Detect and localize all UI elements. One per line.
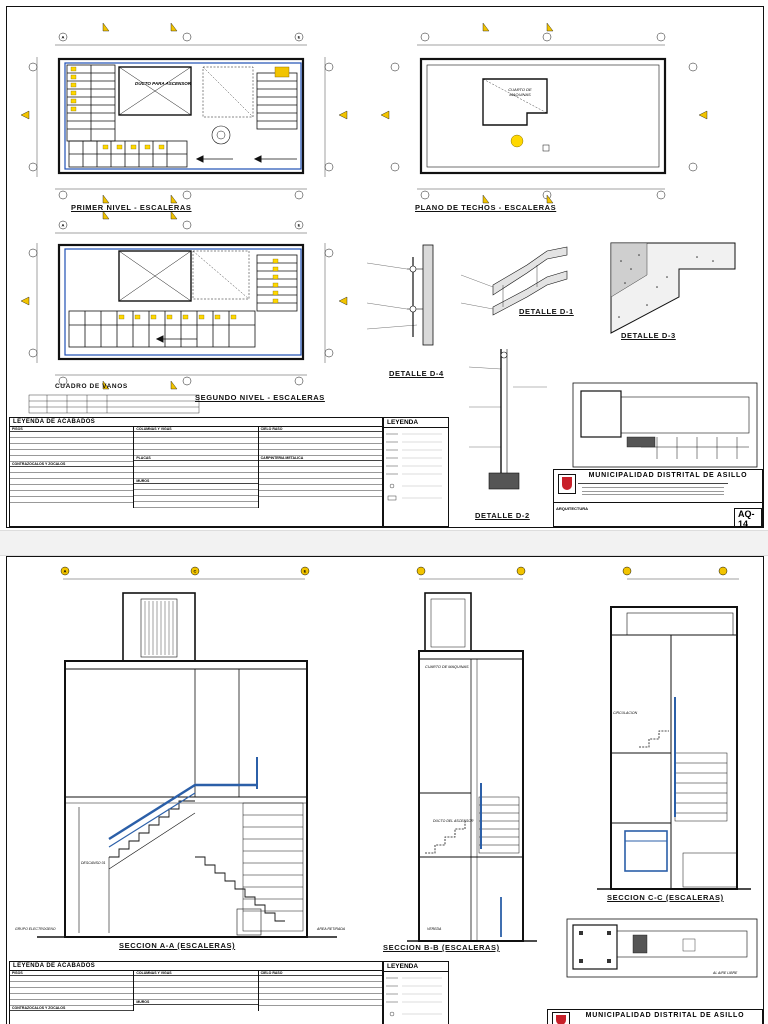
key-plan	[572, 382, 758, 468]
grid-label-c-3: C	[194, 569, 197, 574]
acabados2-col-muros: MUROS	[134, 1000, 258, 1005]
acabados-col-carpinteria: CARPINTERIA METALICA	[258, 456, 382, 461]
title-detalle-d4: DETALLE D-4	[389, 369, 444, 378]
acabados-col-pisos: PISOS	[10, 427, 134, 432]
municipal-logo-icon-2	[552, 1012, 570, 1024]
grid-label-e-2: E	[298, 223, 301, 228]
seccion-bb-drawing	[407, 578, 537, 942]
institution-name-2: MUNICIPALIDAD DISTRITAL DE ASILLO	[585, 1012, 745, 1019]
grid-bubbles-seccion-cc	[622, 566, 728, 576]
plan-techos	[417, 44, 667, 190]
label-al-aire-libre: AL AIRE LIBRE	[713, 971, 738, 975]
label-ducto-ascensor: DUCTO PARA ASCENSOR	[135, 81, 192, 86]
grid-bubbles-seccion-aa	[60, 566, 310, 576]
label-ducto-ascensor-2: DUCTO DEL ASCENSOR	[433, 819, 474, 823]
section-markers-techos	[380, 22, 708, 204]
specialty-label: ARQUITECTURA	[556, 506, 588, 511]
title-detalle-d1: DETALLE D-1	[519, 307, 574, 316]
acabados-col-columnas: COLUMNAS Y VIGAS	[134, 427, 258, 432]
detalle-d1-drawing	[460, 246, 568, 316]
acabados-col-contrazocalos: CONTRAZOCALOS Y ZOCALOS	[10, 462, 134, 467]
acabados2-col-contrazocalos: CONTRAZOCALOS Y ZOCALOS	[10, 1006, 134, 1011]
municipal-logo-icon	[558, 474, 576, 494]
label-area-retirada: AREA RETIRADA	[317, 927, 346, 931]
title-seccion-cc: SECCION C-C (ESCALERAS)	[607, 893, 724, 902]
acabados2-col-cielo-raso: CIELO RASO	[258, 971, 382, 976]
label-cuarto-maquinas: CUARTO DE MAQUINAS	[508, 87, 532, 97]
legend-box: LEYENDA	[383, 417, 449, 527]
acabados-title: LEYENDA DE ACABADOS	[10, 418, 382, 427]
label-descanso: DESCANSO 01	[81, 861, 106, 865]
plan-segundo-nivel	[36, 232, 326, 376]
sheet-separator	[0, 530, 768, 556]
acabados-col-cielo-raso: CIELO RASO	[258, 427, 382, 432]
label-vereda: VEREDA	[427, 927, 442, 931]
drawing-sheet-1: A E A E PRIMER NIVEL - ESCALERAS PLANO DE T…	[6, 6, 764, 528]
label-grupo-electrogeno: GRUPO ELECTROGENO	[15, 927, 56, 931]
grid-bubbles-plan1	[28, 32, 334, 200]
section-markers-plan1	[20, 22, 348, 204]
acabados-col-placas: PLACAS	[134, 456, 258, 461]
grid-label-e: E	[298, 35, 301, 40]
legend-title-2: LEYENDA	[384, 962, 448, 972]
label-circulacion: CIRCULACION	[613, 711, 638, 715]
drawing-sheet-2: A C E SECCION A-A (ESCALERAS) SECCION B-B …	[6, 556, 764, 1024]
title-seccion-bb: SECCION B-B (ESCALERAS)	[383, 943, 500, 952]
seccion-aa-drawing	[37, 578, 337, 938]
title-block: MUNICIPALIDAD DISTRITAL DE ASILLO ARQUIT…	[553, 469, 763, 527]
seccion-cc-drawing	[597, 578, 751, 890]
sheet-2-drawings: ACE	[37, 566, 758, 978]
table-leyenda-acabados-2: LEYENDA DE ACABADOS PISOS CONTRAZOCALOS …	[9, 961, 383, 1024]
title-cuadro-vanos: CUADRO DE VANOS	[55, 383, 128, 390]
cuadro-vanos-grid	[28, 394, 200, 414]
title-detalle-d2: DETALLE D-2	[475, 511, 530, 520]
detalle-d4-drawing	[366, 244, 434, 346]
table-leyenda-acabados: LEYENDA DE ACABADOS PISOS CONTRAZOCALOS …	[9, 417, 383, 527]
grid-label-a-3: A	[64, 569, 67, 574]
sheet-1-drawings: A E A E	[20, 22, 758, 490]
legend-title: LEYENDA	[384, 418, 448, 428]
grid-label-e-3: E	[304, 569, 307, 574]
grid-label-a: A	[62, 35, 65, 40]
legend-symbols-2	[386, 977, 442, 1017]
acabados2-col-pisos: PISOS	[10, 971, 134, 976]
legend-symbols	[386, 433, 442, 501]
legend-box-2: LEYENDA	[383, 961, 449, 1024]
detalle-d2-drawing	[468, 349, 547, 490]
title-primer-nivel: PRIMER NIVEL - ESCALERAS	[71, 203, 192, 212]
grid-label-a-2: A	[62, 223, 65, 228]
plan-primer-nivel	[36, 44, 326, 190]
detalle-d3-drawing	[610, 242, 736, 334]
institution-name: MUNICIPALIDAD DISTRITAL DE ASILLO	[588, 472, 748, 479]
key-plan-2	[566, 918, 758, 978]
sheet-number: AQ-14	[734, 508, 762, 527]
title-plano-techos: PLANO DE TECHOS - ESCALERAS	[415, 203, 557, 212]
acabados2-col-columnas: COLUMNAS Y VIGAS	[134, 971, 258, 976]
title-detalle-d3: DETALLE D-3	[621, 331, 676, 340]
title-segundo-nivel: SEGUNDO NIVEL - ESCALERAS	[195, 393, 325, 402]
title-block-2: MUNICIPALIDAD DISTRITAL DE ASILLO	[547, 1009, 763, 1024]
section-markers-plan2	[20, 210, 348, 390]
project-description	[578, 483, 728, 498]
acabados-col-muros: MUROS	[134, 479, 258, 484]
label-cuarto-maquinas-2: CUARTO DE MAQUINAS	[425, 665, 469, 669]
grid-bubbles-seccion-bb	[416, 566, 526, 576]
title-seccion-aa: SECCION A-A (ESCALERAS)	[119, 941, 236, 950]
acabados-title-2: LEYENDA DE ACABADOS	[10, 962, 382, 971]
grid-bubbles-plan2	[28, 220, 334, 386]
